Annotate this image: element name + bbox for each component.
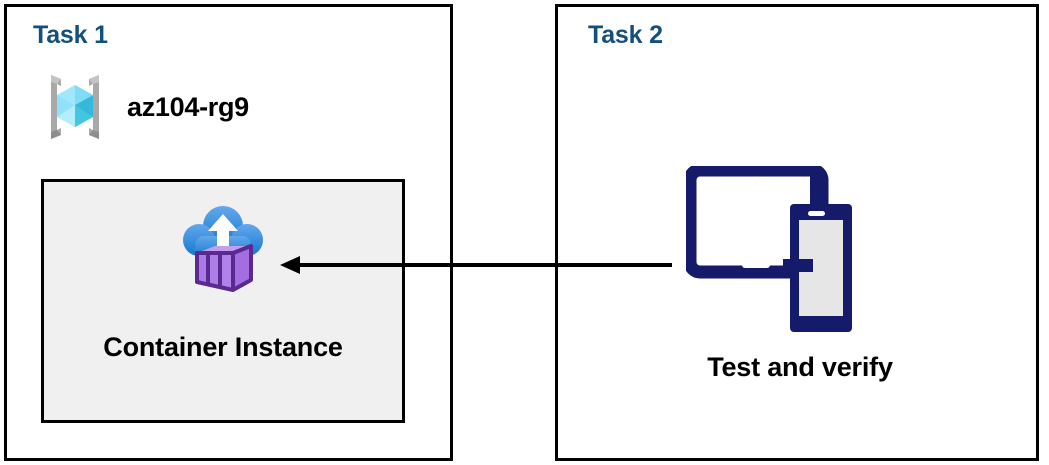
resource-group-label: az104-rg9 [127,91,249,122]
panel-task-1: Task 1 [4,4,453,461]
test-and-verify-label: Test and verify [707,352,893,382]
container-instance-box: Container Instance [41,179,405,423]
azure-resource-group-icon [37,69,113,145]
tablet-and-phone-devices-icon [686,166,873,338]
container-instance-icon-wrap [44,204,402,296]
azure-container-instance-icon [175,204,271,296]
panel-task-2: Task 2 Te [555,4,1039,461]
resource-group-row: az104-rg9 [37,69,249,145]
panel-task-2-title: Task 2 [588,21,663,49]
panel-task-1-title: Task 1 [33,21,108,49]
container-instance-label: Container Instance [103,332,343,362]
devices-icon-wrap [686,166,873,338]
